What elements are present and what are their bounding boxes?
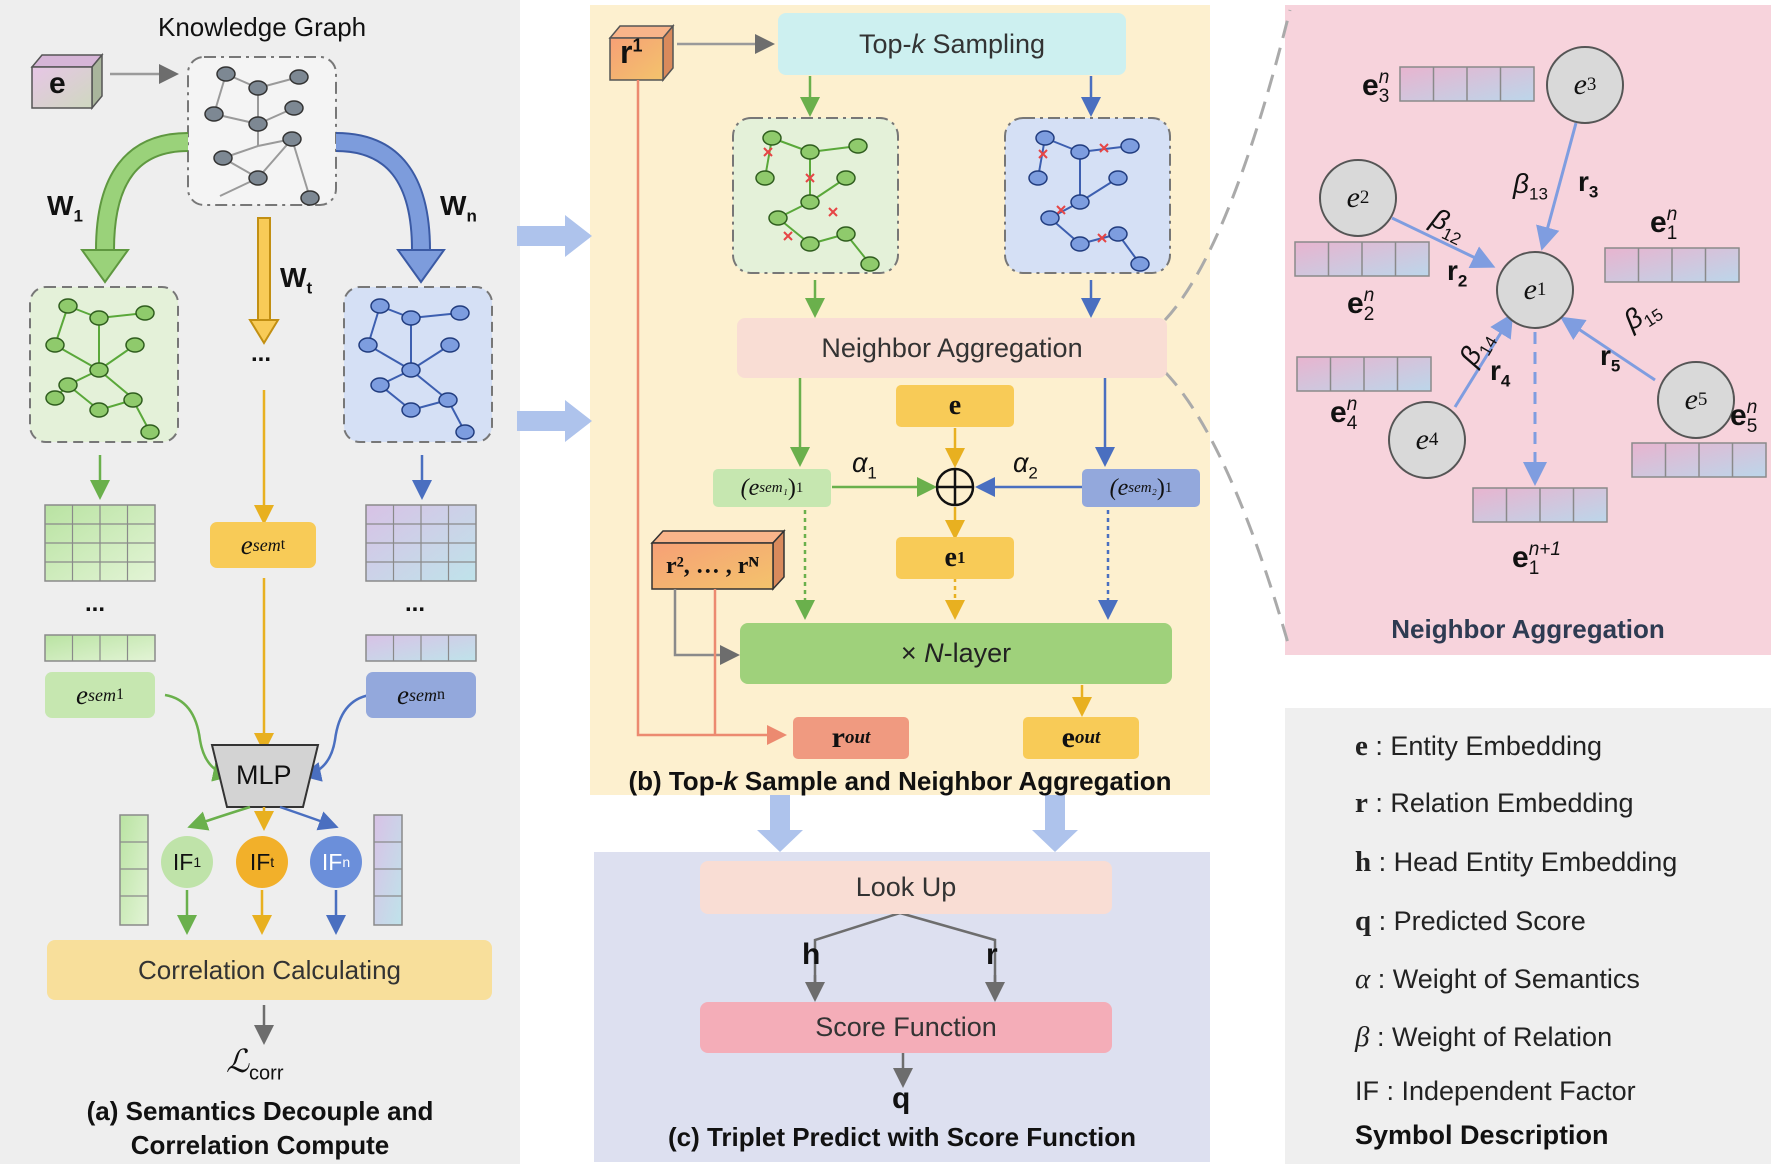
r5-label: r5 [1600, 340, 1621, 376]
legend-item-h: h : Head Entity Embedding [1355, 846, 1678, 878]
legend-item-if: IF : Independent Factor [1355, 1076, 1636, 1106]
alpha2-label: α2 [1013, 448, 1038, 483]
r-label: r [986, 938, 998, 971]
entity-cube-label: e [49, 67, 66, 100]
look-up-box: Look Up [700, 861, 1112, 914]
caption-a-line1: (a) Semantics Decouple and [86, 1096, 434, 1126]
q-label: q [892, 1082, 911, 1115]
legend-title: Symbol Description [1355, 1120, 1609, 1150]
neighbor-aggregation-title: Neighbor Aggregation [1391, 614, 1665, 644]
beta13-label: β13 [1513, 168, 1548, 204]
caption-b: (b) Top-k Sample and Neighbor Aggregatio… [628, 766, 1172, 796]
ellipsis-mid: ... [251, 340, 272, 367]
legend-item-beta: β : Weight of Relation [1355, 1021, 1613, 1053]
legend-item-e: e : Entity Embedding [1355, 730, 1603, 762]
ellipsis-right: ... [405, 590, 426, 617]
n-layer-box: × N-layer [740, 623, 1172, 684]
w1-label: W1 [47, 190, 83, 226]
knowledge-graph-title: Knowledge Graph [158, 12, 367, 42]
legend-item-q: q : Predicted Score [1355, 905, 1586, 937]
correlation-calculating-box: Correlation Calculating [47, 940, 492, 1000]
mlp-label: MLP [236, 760, 292, 790]
legend-item-r: r : Relation Embedding [1355, 787, 1634, 819]
r4-label: r4 [1490, 355, 1511, 391]
ellipsis-left: ... [85, 590, 106, 617]
alpha1-label: α1 [852, 448, 877, 483]
r1-cube-label: r1 [620, 34, 643, 70]
wn-label: Wn [440, 190, 477, 226]
h-label: h [802, 938, 821, 971]
caption-c: (c) Triplet Predict with Score Function [667, 1122, 1137, 1152]
e-input-box: e [896, 385, 1014, 427]
neighbor-aggregation-box: Neighbor Aggregation [737, 318, 1167, 378]
r2-label: r2 [1447, 255, 1468, 291]
wt-label: Wt [280, 262, 313, 298]
r3-label: r3 [1578, 166, 1599, 202]
loss-corr-label: ℒcorr [226, 1043, 284, 1085]
caption-a-line2: Correlation Compute [130, 1130, 390, 1160]
r2-rN-cube-label: r², … , rᴺ [665, 552, 760, 579]
score-function-box: Score Function [700, 1002, 1112, 1053]
topk-sampling-box: Top-k Sampling [778, 13, 1126, 75]
legend-item-alpha: α : Weight of Semantics [1355, 963, 1640, 995]
